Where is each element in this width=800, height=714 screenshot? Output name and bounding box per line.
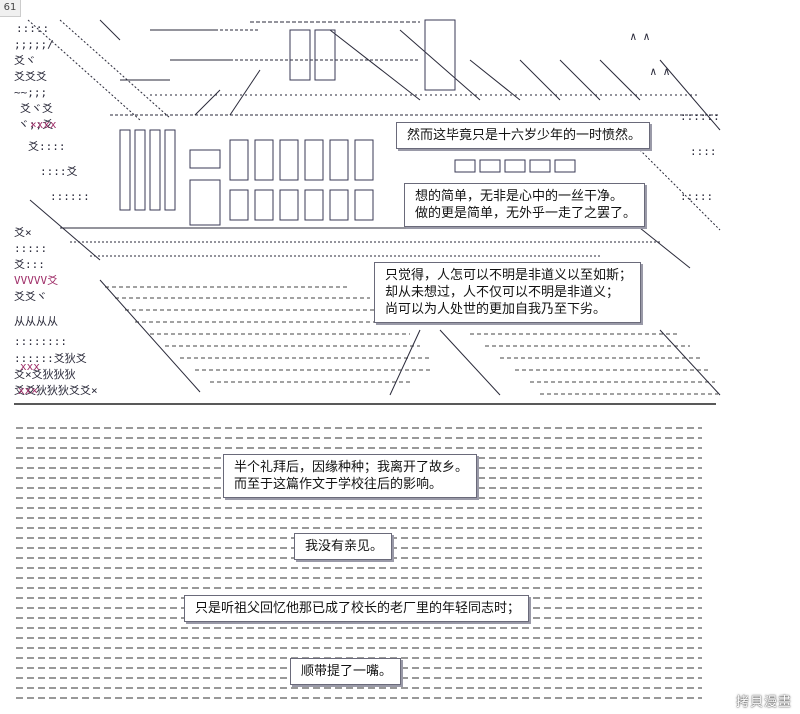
svg-text:∧ ∧: ∧ ∧ [630, 30, 650, 43]
caption-line: 只觉得，人怎可以不明是非道义以至如斯； [385, 268, 633, 283]
svg-text:ヾ;;爻: ヾ;;爻 [18, 118, 53, 131]
svg-text:~~;;;: ~~;;; [14, 86, 47, 99]
svg-text:爻::::: 爻:::: [28, 140, 66, 153]
svg-text:爻爻狄狄狄爻爻×: 爻爻狄狄狄爻爻× [14, 384, 98, 397]
svg-text:xxx: xxx [20, 360, 40, 373]
svg-text:爻:::: 爻::: [14, 258, 45, 271]
caption-line: 而至于这篇作文于学校往后的影响。 [234, 477, 443, 492]
caption-line: 然而这毕竟只是十六岁少年的一时愤然。 [407, 128, 642, 143]
caption-line: 做的更是简单，无外乎一走了之罢了。 [415, 206, 637, 221]
page-number: 61 [0, 0, 21, 17]
svg-text:爻×: 爻× [14, 226, 32, 239]
svg-text:::::爻: ::::爻 [40, 165, 78, 178]
caption-line: 顺带提了一嘴。 [301, 664, 393, 679]
svg-text:∧ ∧: ∧ ∧ [650, 65, 670, 78]
svg-text:从从从从: 从从从从 [14, 315, 58, 328]
svg-text:×xxx: ×xxx [30, 118, 57, 131]
svg-text:爻×爻狄狄狄: 爻×爻狄狄狄 [14, 368, 76, 381]
svg-text::::::: ::::: [14, 242, 47, 255]
caption-line: 我没有亲见。 [305, 539, 384, 554]
watermark-text: 拷貝漫畫 [735, 695, 792, 710]
ascii-art-school-building: ::::: ;;;;;/ 爻ヾ 爻爻爻 ~~;;; 爻ヾ爻 ヾ;;爻 爻::::… [14, 19, 721, 405]
svg-text:爻ヾ: 爻ヾ [14, 54, 36, 67]
svg-text:VVVVV爻: VVVVV爻 [14, 274, 58, 287]
caption-box-5: 我没有亲见。 [294, 533, 393, 560]
svg-text::::::: ::::: [16, 22, 49, 35]
svg-text:::::::爻狄爻: ::::::爻狄爻 [14, 352, 87, 365]
caption-box-1: 然而这毕竟只是十六岁少年的一时愤然。 [396, 122, 651, 149]
svg-text:::::: :::: [690, 145, 717, 158]
svg-text:爻ヾ爻: 爻ヾ爻 [20, 102, 53, 115]
svg-text:::::::: :::::: [50, 190, 90, 203]
caption-box-6: 只是听祖父回忆他那已成了校长的老厂里的年轻同志时； [184, 595, 530, 622]
svg-text:::::::::: :::::::: [14, 335, 67, 348]
svg-text::::::: ::::: [680, 190, 713, 203]
svg-text:::::::: :::::: [680, 110, 720, 123]
svg-text:;;;;;/: ;;;;;/ [14, 38, 54, 51]
caption-line: 尚可以为人处世的更加自我乃至下劣。 [385, 302, 607, 317]
svg-text:爻爻爻: 爻爻爻 [14, 70, 47, 83]
caption-line: 只是听祖父回忆他那已成了校长的老厂里的年轻同志时； [195, 601, 521, 616]
caption-line: 却从未想过，人不仅可以不明是非道义； [385, 285, 620, 300]
caption-box-2: 想的简单，无非是心中的一丝干净。 做的更是简单，无外乎一走了之罢了。 [404, 183, 646, 227]
svg-text:xx×: xx× [18, 384, 38, 397]
caption-box-7: 顺带提了一嘴。 [290, 658, 402, 685]
svg-text:爻爻ヾ: 爻爻ヾ [14, 290, 47, 303]
caption-line: 半个礼拜后，因缘种种；我离开了故乡。 [234, 460, 469, 475]
caption-box-4: 半个礼拜后，因缘种种；我离开了故乡。 而至于这篇作文于学校往后的影响。 [223, 454, 478, 498]
caption-line: 想的简单，无非是心中的一丝干净。 [415, 189, 624, 204]
caption-box-3: 只觉得，人怎可以不明是非道义以至如斯； 却从未想过，人不仅可以不明是非道义； 尚… [374, 262, 642, 323]
